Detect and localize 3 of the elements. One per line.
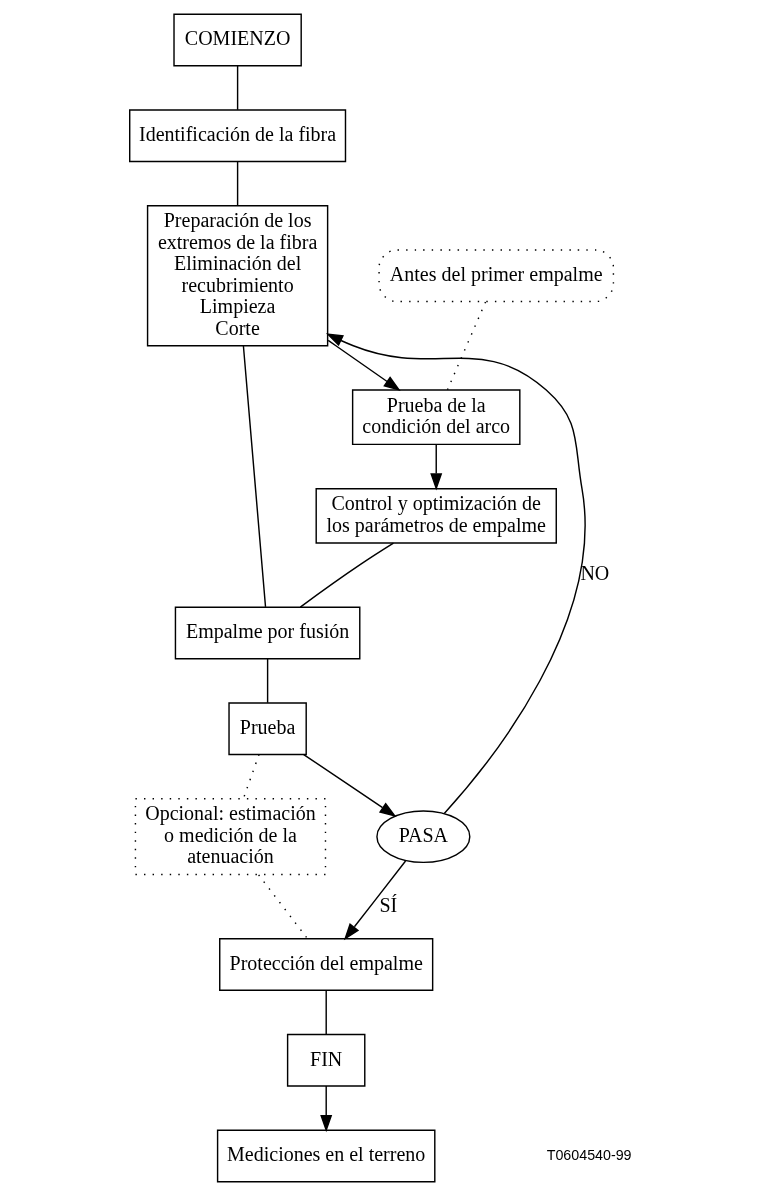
- edge-label: SÍ: [378, 893, 397, 916]
- edge-label: NO: [579, 562, 609, 585]
- label: T0604540-99: [546, 1146, 632, 1163]
